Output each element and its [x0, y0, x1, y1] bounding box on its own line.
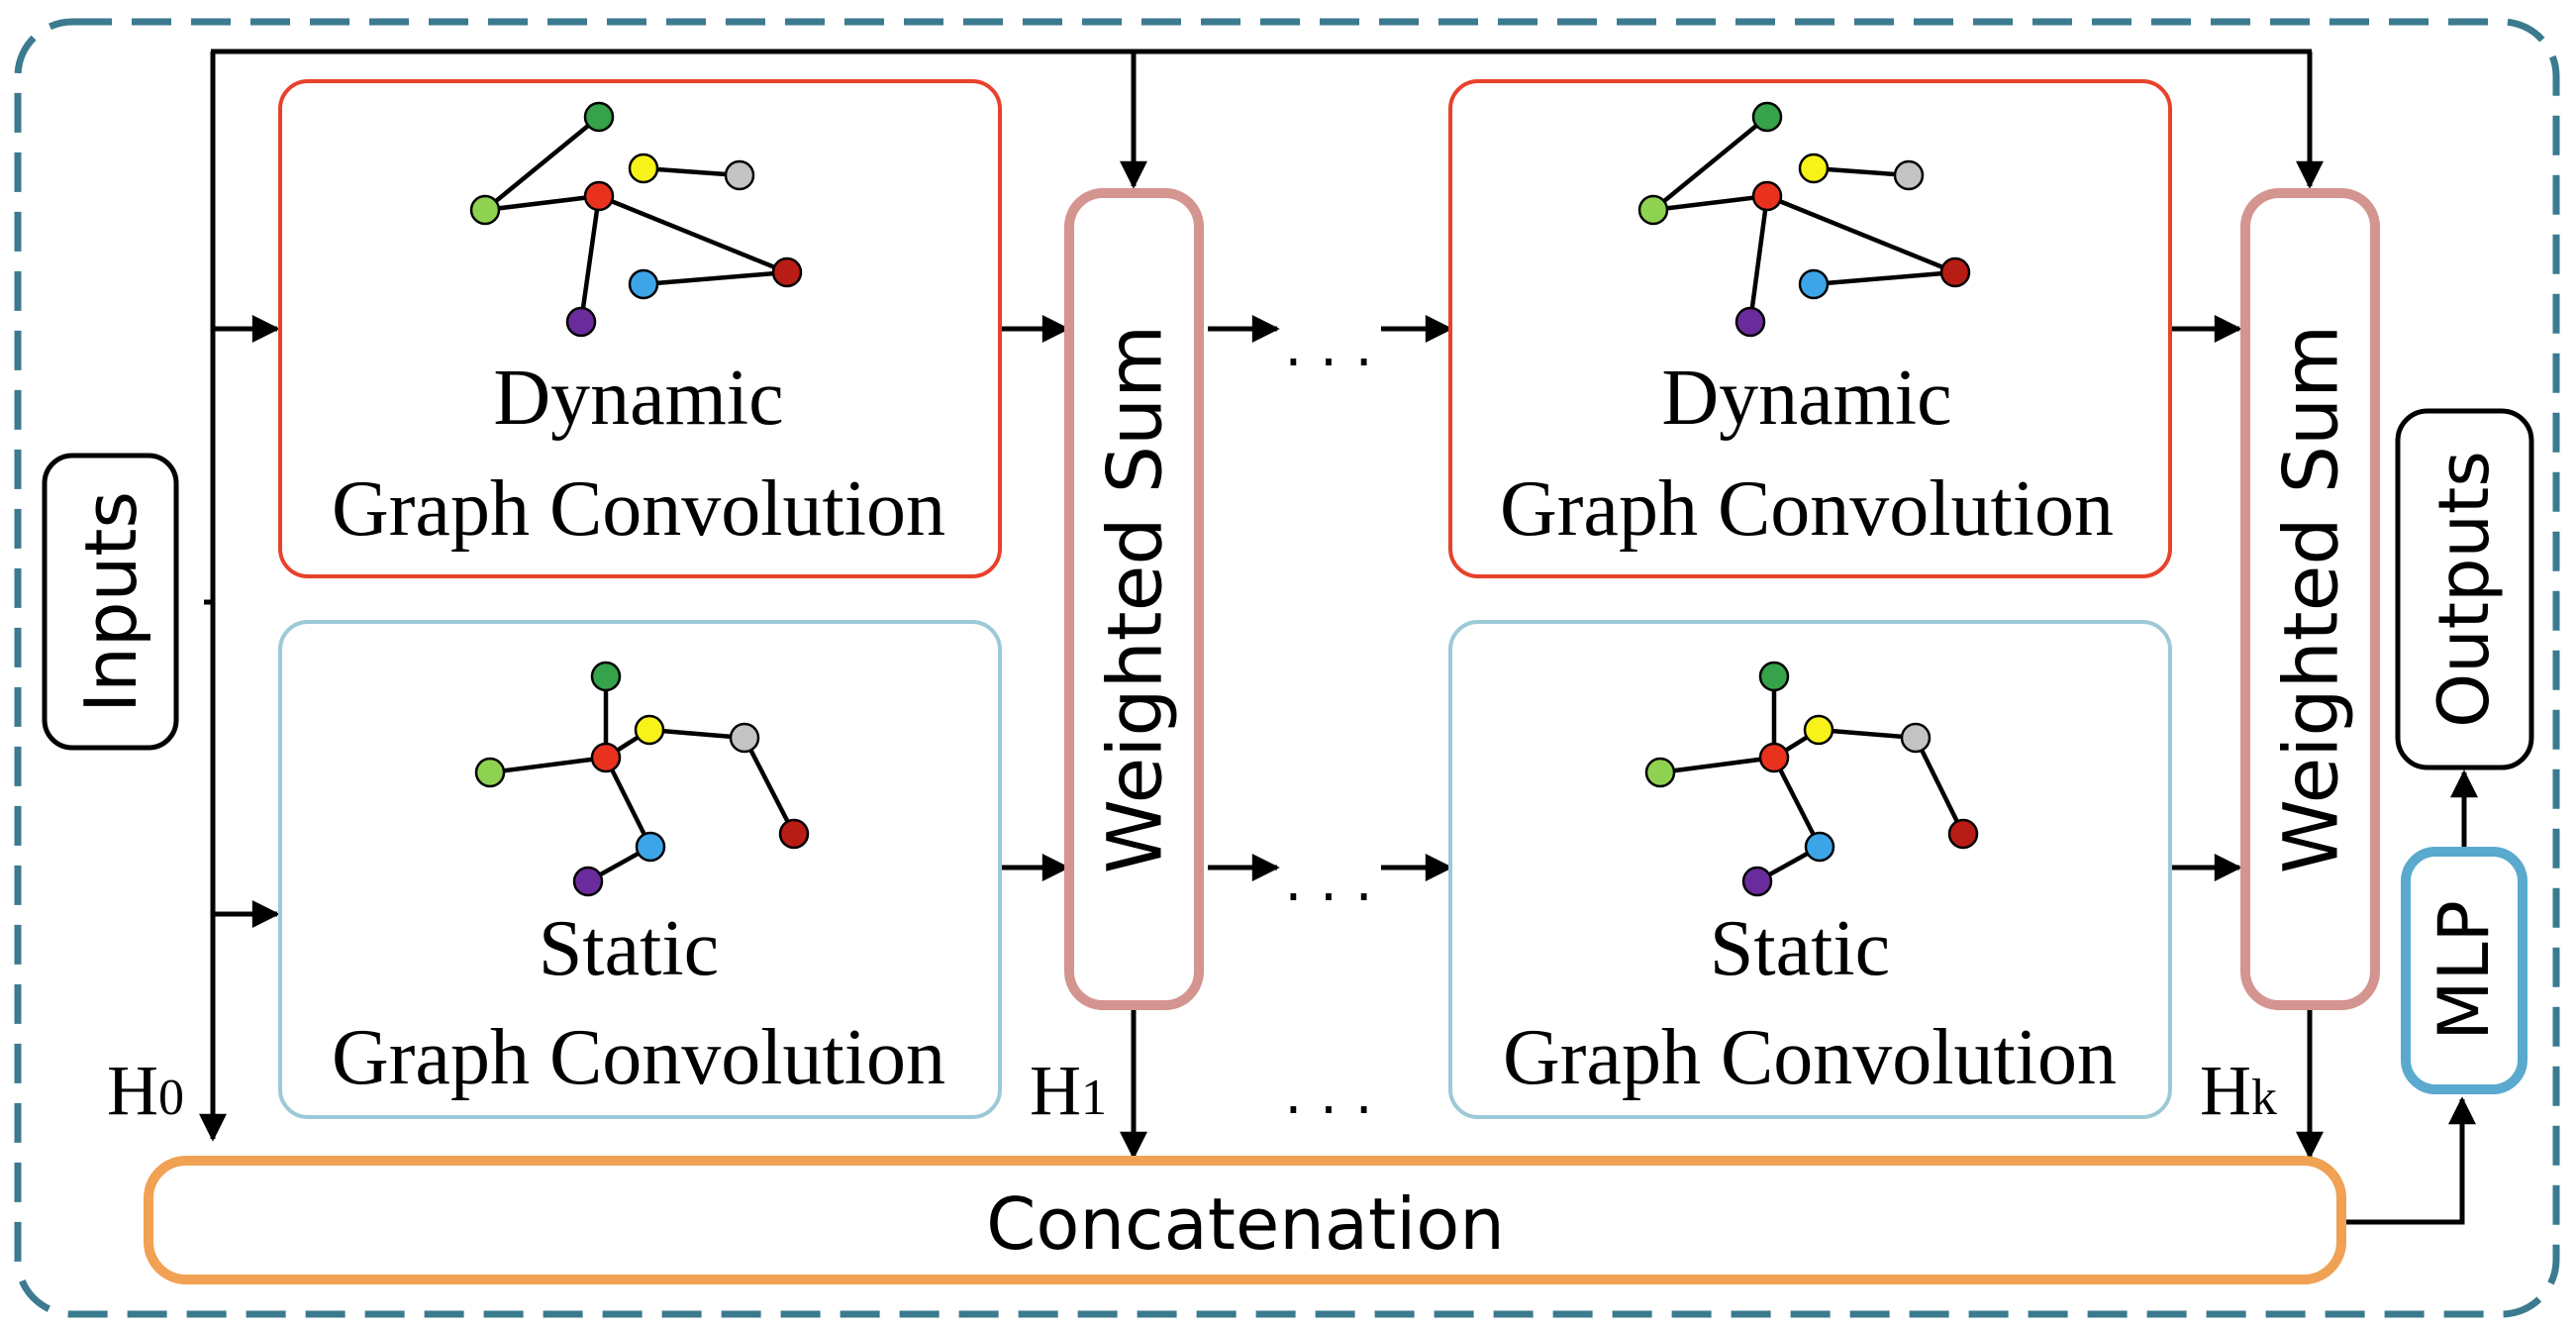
- inputs-box: Inputs: [42, 453, 179, 751]
- ellipsis-bottom: · · ·: [1284, 1078, 1372, 1143]
- concatenation-box: Concatenation: [144, 1156, 2346, 1284]
- inputs-label: Inputs: [69, 491, 152, 713]
- dynamic-subtitle-2: Graph Convolution: [1500, 465, 2114, 553]
- ellipsis-middle: · · ·: [1284, 866, 1372, 930]
- static-skeleton-graph-1: [474, 661, 810, 897]
- static-title-1: Static: [539, 905, 719, 992]
- dynamic-skeleton-graph-1: [469, 101, 803, 338]
- hidden-state-label-hk: Hk: [2200, 1051, 2277, 1130]
- weighted-sum-label-1: Weighted Sum: [1091, 325, 1179, 873]
- mlp-label: MLP: [2424, 900, 2505, 1041]
- hk-base: H: [2200, 1051, 2251, 1130]
- static-subtitle-2: Graph Convolution: [1503, 1014, 2117, 1101]
- h1-subscript: 1: [1081, 1070, 1107, 1126]
- outer-dashed-frame: [14, 18, 2560, 1318]
- dynamic-title-1: Dynamic: [493, 355, 783, 442]
- dynamic-subtitle-1: Graph Convolution: [332, 465, 945, 553]
- static-graph-convolution-block-1: Static Graph Convolution: [278, 620, 1002, 1119]
- static-title-2: Static: [1710, 905, 1890, 992]
- hidden-state-label-h0: H0: [107, 1051, 184, 1130]
- connection-wires: [199, 49, 2478, 1225]
- ellipsis-top: · · ·: [1284, 331, 1372, 395]
- h1-base: H: [1030, 1051, 1081, 1130]
- dynamic-title-2: Dynamic: [1661, 355, 1951, 442]
- weighted-sum-box-2: Weighted Sum: [2240, 188, 2380, 1010]
- static-subtitle-1: Graph Convolution: [332, 1014, 945, 1101]
- outputs-label: Outputs: [2424, 451, 2505, 728]
- h0-subscript: 0: [158, 1070, 184, 1126]
- dynamic-graph-convolution-block-2: Dynamic Graph Convolution: [1448, 79, 2172, 578]
- outputs-box: Outputs: [2395, 408, 2534, 770]
- concatenation-label: Concatenation: [986, 1182, 1505, 1266]
- dynamic-graph-convolution-block-1: Dynamic Graph Convolution: [278, 79, 1002, 578]
- mlp-box: MLP: [2401, 847, 2527, 1094]
- hidden-state-label-h1: H1: [1030, 1051, 1107, 1130]
- dynamic-skeleton-graph-2: [1637, 101, 1971, 338]
- static-skeleton-graph-2: [1644, 661, 1979, 897]
- hk-subscript: k: [2251, 1070, 2277, 1126]
- static-graph-convolution-block-2: Static Graph Convolution: [1448, 620, 2172, 1119]
- weighted-sum-label-2: Weighted Sum: [2267, 325, 2355, 873]
- h0-base: H: [107, 1051, 158, 1130]
- weighted-sum-box-1: Weighted Sum: [1064, 188, 1204, 1010]
